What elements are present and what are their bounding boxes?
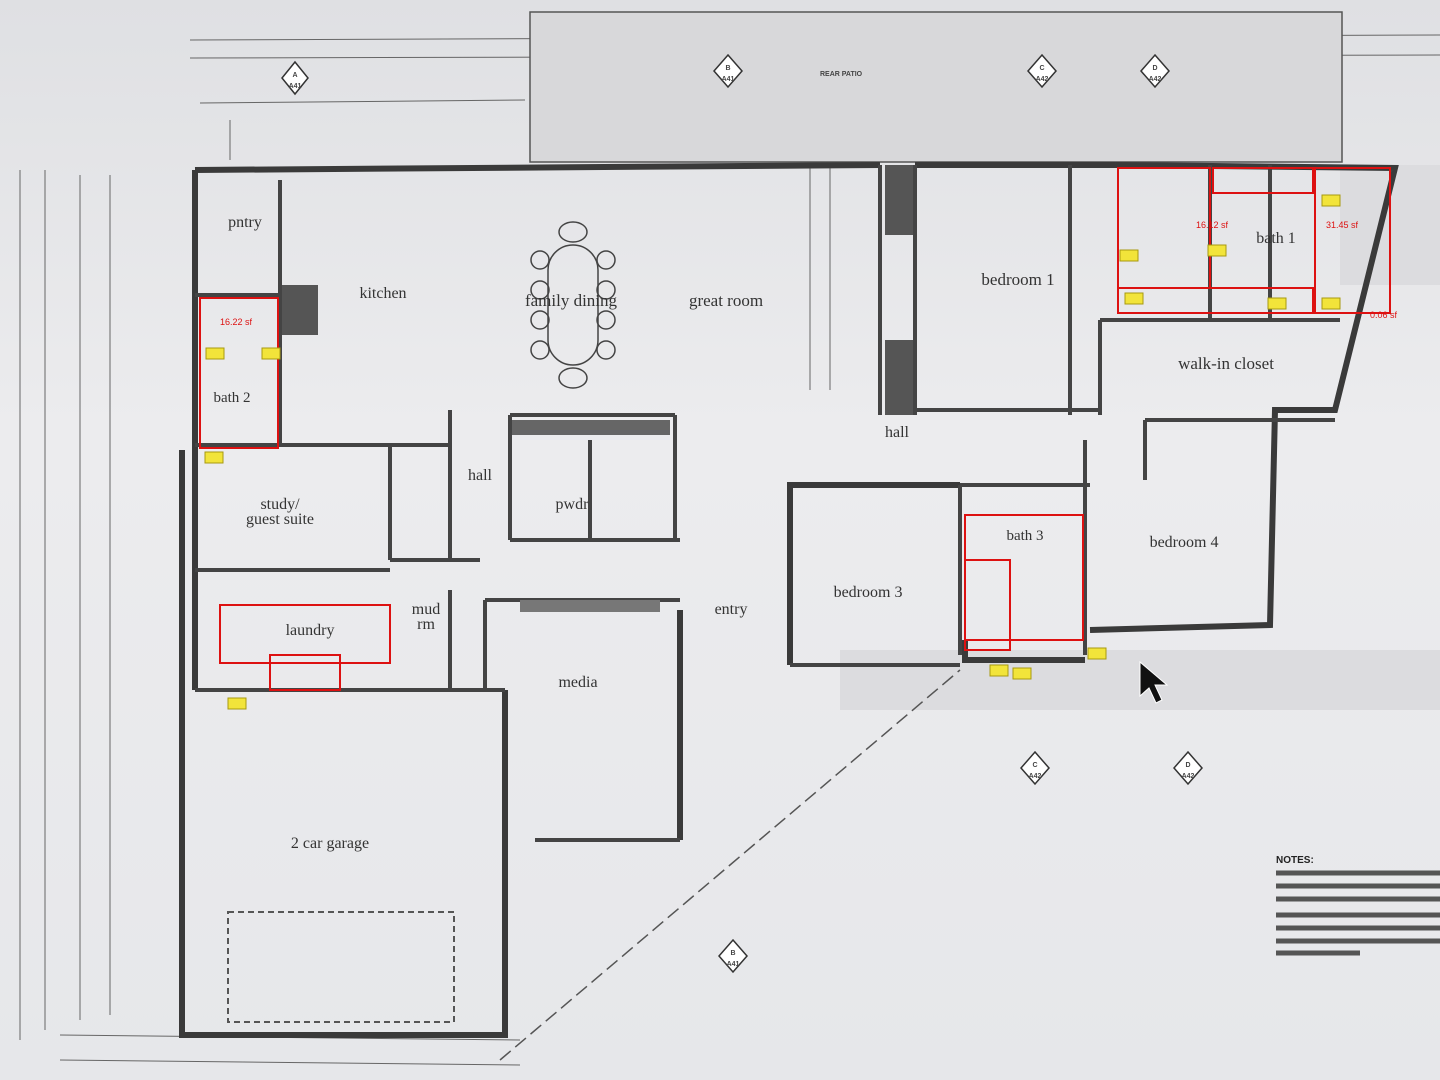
comment-note[interactable] <box>227 697 247 710</box>
room-bedroom-3: bedroom 3 <box>834 584 903 601</box>
area-bath2: 16.22 sf <box>220 317 253 327</box>
room-bath-3: bath 3 <box>1006 528 1043 544</box>
room-laundry: laundry <box>286 622 335 639</box>
room-walk-in-closet: walk-in closet <box>1178 354 1274 373</box>
room-entry: entry <box>715 601 748 618</box>
comment-note[interactable] <box>989 664 1009 677</box>
media-wall-hatch <box>520 600 660 612</box>
room-bedroom-1: bedroom 1 <box>981 270 1054 289</box>
comment-note[interactable] <box>1087 647 1107 660</box>
area-bath1b: 16.12 sf <box>1196 220 1229 230</box>
area-bath1: 31.45 sf <box>1326 220 1359 230</box>
svg-text:A42: A42 <box>1149 76 1162 83</box>
notes-body-lines <box>1276 870 1440 956</box>
svg-text:A41: A41 <box>727 961 740 968</box>
exterior-walls <box>179 162 1399 1038</box>
room-media: media <box>558 674 597 691</box>
dimension-lines <box>19 34 1440 1066</box>
fireplace-wall-hatch-lower <box>885 340 913 415</box>
svg-text:A42: A42 <box>1029 773 1042 780</box>
svg-text:A42: A42 <box>1182 773 1195 780</box>
area-closet: 0.06 sf <box>1370 310 1398 320</box>
rear-patio-label: REAR PATIO <box>820 71 863 78</box>
room-bath-2: bath 2 <box>213 390 250 406</box>
setback-line <box>499 669 961 1061</box>
room-pntry: pntry <box>228 214 262 231</box>
svg-text:B: B <box>730 950 735 957</box>
section-marker[interactable]: A A41 <box>281 60 309 96</box>
room-hall-left: hall <box>468 467 493 484</box>
svg-text:C: C <box>1039 65 1044 72</box>
comment-note[interactable] <box>1321 194 1341 207</box>
svg-text:A: A <box>292 72 297 79</box>
room-bath-1: bath 1 <box>1256 230 1296 247</box>
pwdr-wall-hatch <box>512 420 670 435</box>
comment-note[interactable] <box>1207 244 1227 257</box>
room-garage: 2 car garage <box>291 835 369 852</box>
room-study-line2: guest suite <box>246 511 314 528</box>
comment-note[interactable] <box>205 347 225 360</box>
comment-note[interactable] <box>204 451 224 464</box>
fireplace-wall-hatch <box>885 165 913 235</box>
section-marker[interactable]: D A42 <box>1173 750 1203 786</box>
red-markups <box>199 167 1391 691</box>
section-marker[interactable]: D A42 <box>1140 53 1170 89</box>
room-study-line1: study/ <box>260 496 300 513</box>
room-mud-line2: rm <box>417 616 435 633</box>
section-marker[interactable]: B A41 <box>718 938 748 974</box>
room-family-dining: family dining <box>525 291 618 310</box>
rear-patio <box>529 11 1343 163</box>
garage-door-outline <box>227 911 455 1023</box>
dining-table <box>530 221 616 389</box>
mouse-cursor-icon <box>1139 660 1169 704</box>
comment-note[interactable] <box>1321 297 1341 310</box>
room-bedroom-4: bedroom 4 <box>1150 534 1219 551</box>
room-hall-right: hall <box>885 424 910 441</box>
comment-note[interactable] <box>1267 297 1287 310</box>
interior-walls <box>195 165 1340 842</box>
svg-text:A41: A41 <box>722 76 735 83</box>
section-marker[interactable]: C A42 <box>1020 750 1050 786</box>
comment-note[interactable] <box>261 347 281 360</box>
range-hatch <box>282 285 318 335</box>
room-great-room: great room <box>689 291 763 310</box>
room-pwdr: pwdr <box>556 496 590 513</box>
notes-title: NOTES: <box>1276 855 1314 866</box>
svg-text:A42: A42 <box>1036 76 1049 83</box>
comment-note[interactable] <box>1124 292 1144 305</box>
comment-note[interactable] <box>1119 249 1139 262</box>
svg-text:A41: A41 <box>289 83 302 90</box>
room-mud-line1: mud <box>412 601 440 618</box>
section-marker[interactable]: B A41 <box>713 53 743 89</box>
svg-text:D: D <box>1185 762 1190 769</box>
comment-note[interactable] <box>1012 667 1032 680</box>
comment-notes[interactable] <box>204 194 1341 710</box>
svg-text:B: B <box>725 65 730 72</box>
svg-text:D: D <box>1152 65 1157 72</box>
svg-text:C: C <box>1032 762 1037 769</box>
room-kitchen: kitchen <box>359 285 406 302</box>
section-marker[interactable]: C A42 <box>1027 53 1057 89</box>
